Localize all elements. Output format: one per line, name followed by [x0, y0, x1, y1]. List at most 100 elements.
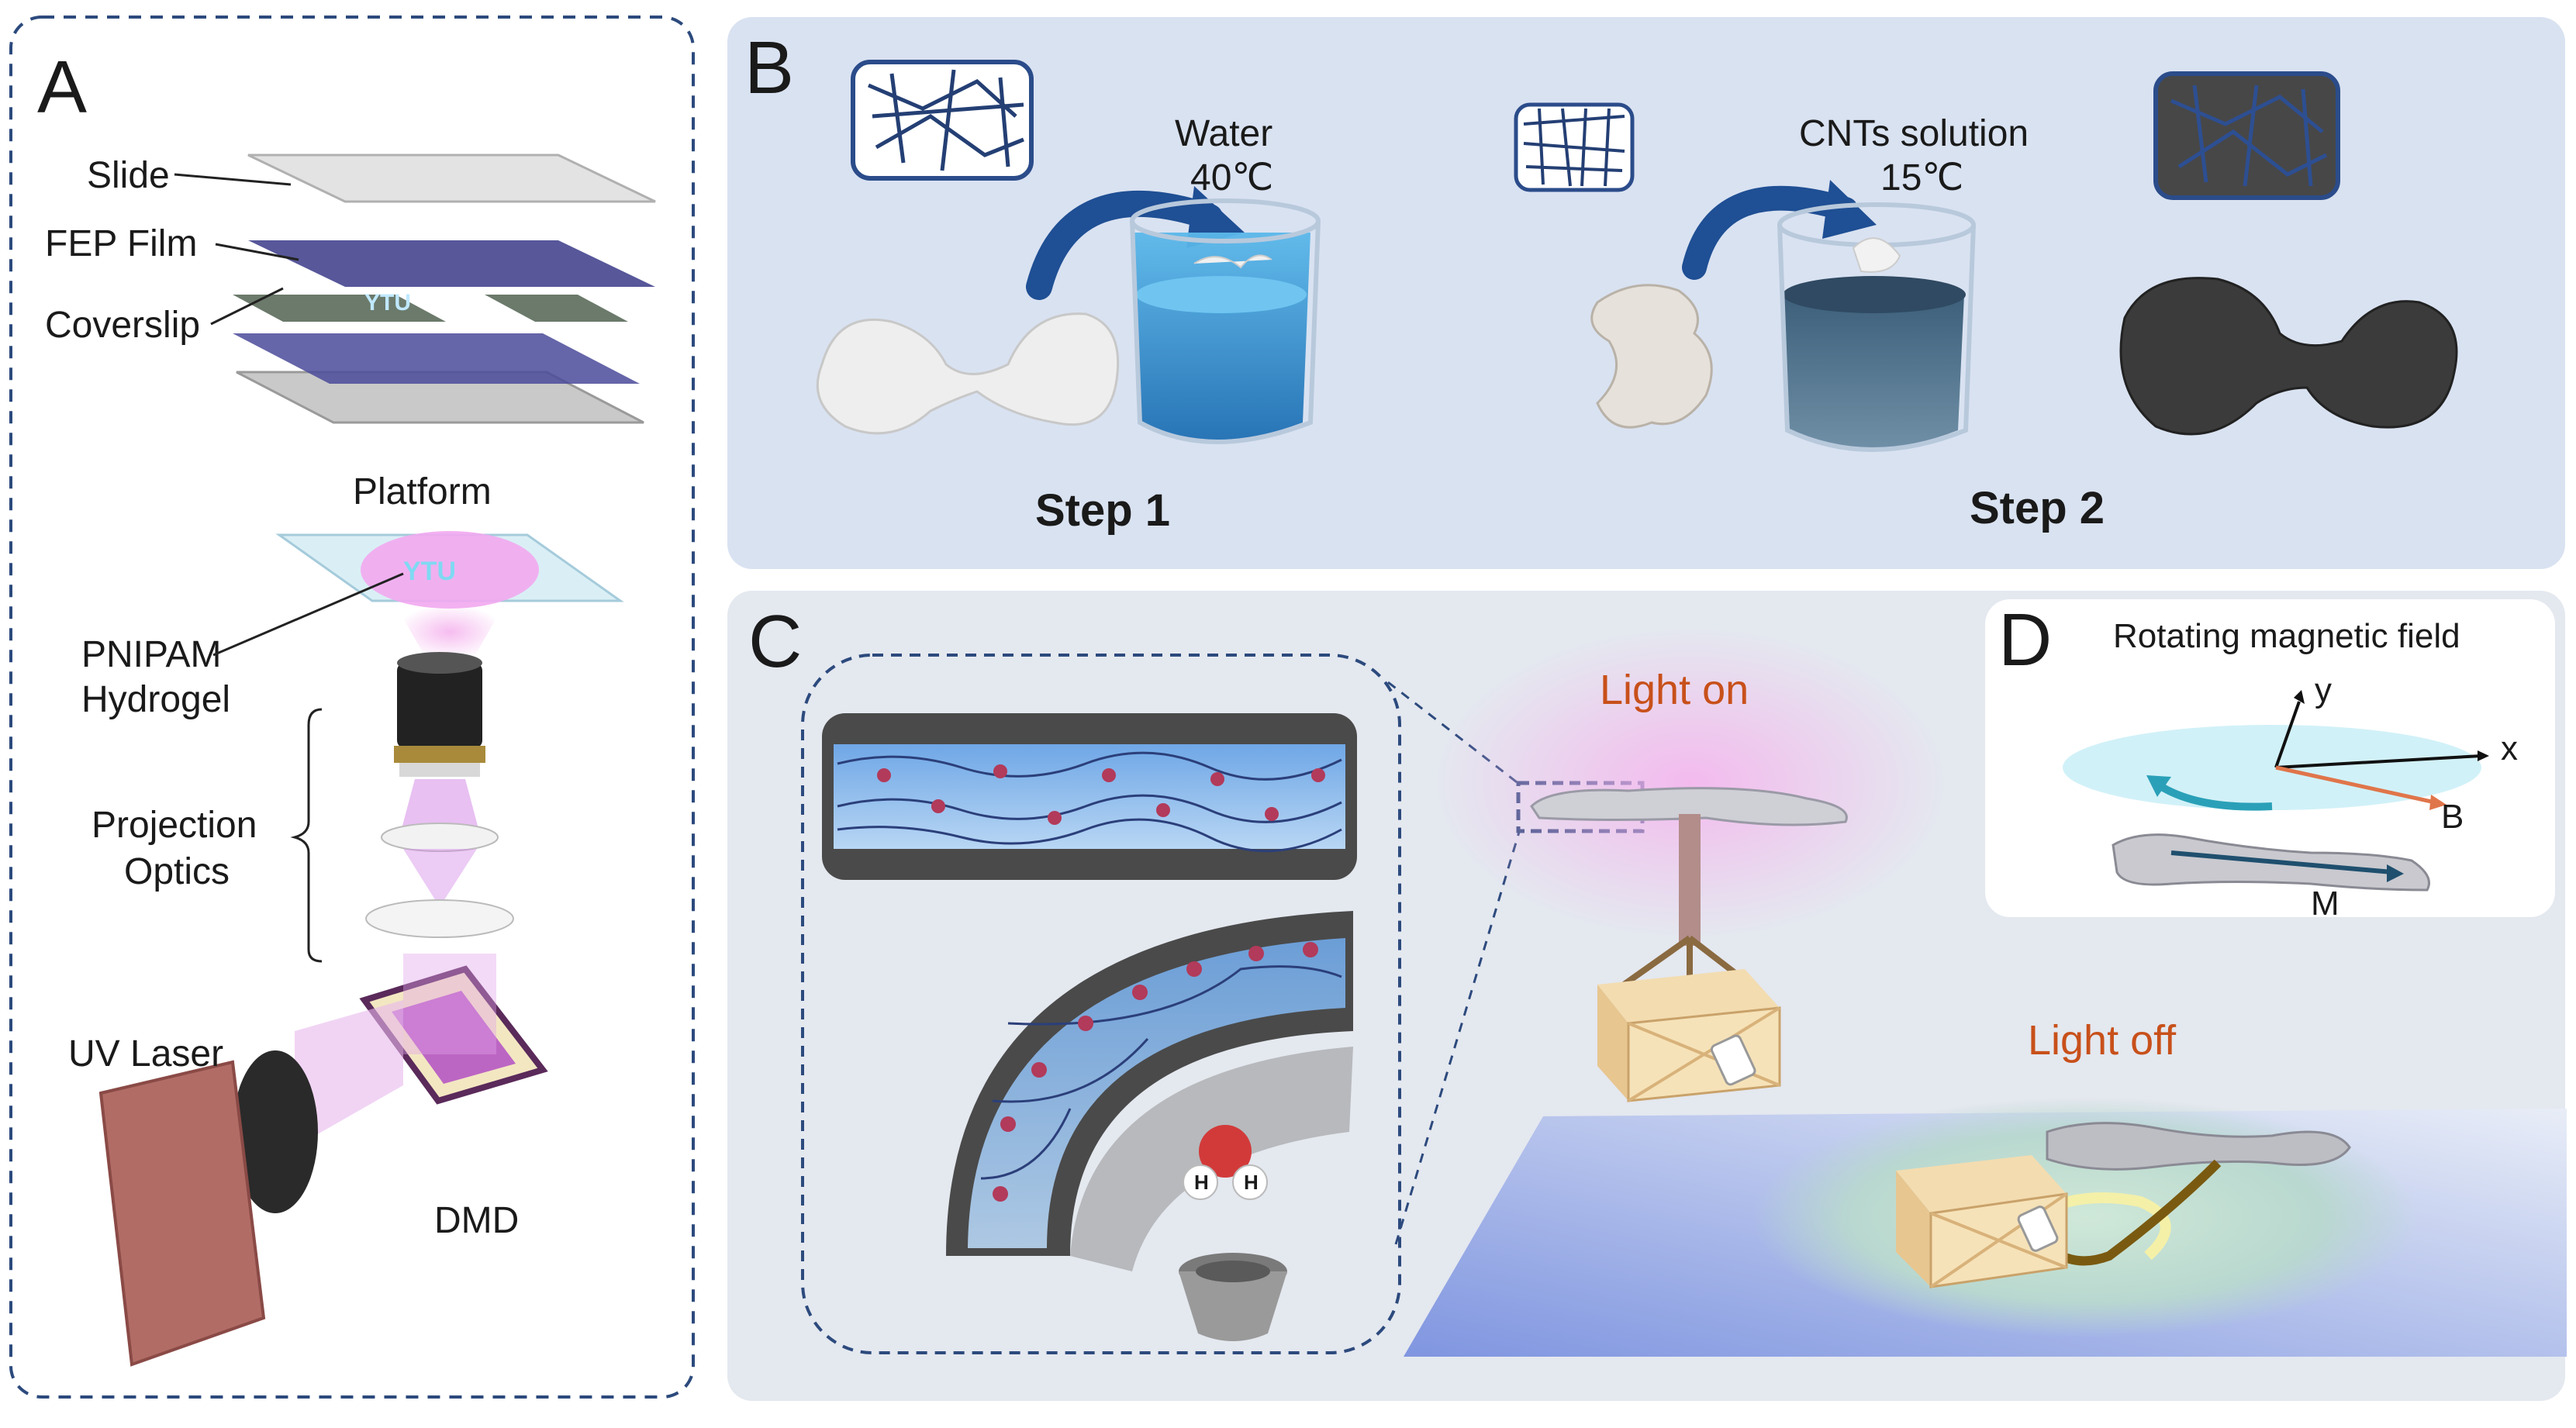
water-h-right: H: [1244, 1171, 1259, 1194]
panel-d: D Rotating magnetic field y x B M: [1985, 598, 2555, 923]
panel-c: C: [727, 591, 2567, 1401]
gel-block-straight: [822, 713, 1357, 880]
panel-a: A YTU Slide FEP Film Coverslip Platform …: [9, 16, 695, 1399]
axis-y-head: [2294, 690, 2305, 704]
panel-d-title: Rotating magnetic field: [2113, 617, 2460, 655]
arrow-step2: [1682, 185, 1858, 280]
panel-b-letter: B: [744, 26, 794, 109]
panel-b: B Water: [727, 17, 2565, 569]
label-projection-2: Optics: [124, 851, 230, 892]
label-cnts: CNTs solution: [1799, 113, 2029, 154]
label-step2: Step 2: [1970, 483, 2105, 533]
label-dmd: DMD: [434, 1200, 519, 1241]
leader-coverslip: [210, 287, 284, 326]
hydrogel-dumbbell-black: [2119, 277, 2458, 436]
panel-c-letter: C: [748, 600, 802, 683]
arrow-step1: [1026, 190, 1223, 300]
label-m: M: [2311, 885, 2339, 923]
label-light-on: Light on: [1600, 667, 1749, 713]
axis-x-head: [2478, 750, 2489, 761]
water-h-left: H: [1194, 1171, 1209, 1194]
label-platform: Platform: [353, 471, 492, 512]
label-projection-1: Projection: [92, 805, 257, 846]
rotation-arrow-head: [2146, 775, 2171, 797]
field-vector-b: [2275, 765, 2436, 805]
arrow-step2-head: [1822, 180, 1877, 239]
network-icon-cnt: [2153, 71, 2340, 200]
water-molecule: H H: [1183, 1125, 1268, 1200]
beaker-cnts-sample: [1852, 237, 1901, 273]
laser-barrel: [233, 1050, 318, 1213]
lens-body: [397, 663, 482, 748]
beam-mid: [399, 779, 481, 837]
label-slide: Slide: [87, 155, 170, 196]
objective-lens: [394, 652, 485, 777]
beaker-cnts: [1777, 202, 1976, 452]
leader-fep: [215, 243, 299, 261]
light-glow: [1435, 628, 1946, 938]
uv-laser: [98, 1000, 403, 1367]
label-water: Water: [1175, 113, 1272, 154]
cargo-box-dropped: [1896, 1155, 2068, 1288]
label-fep-film: FEP Film: [45, 223, 197, 264]
moment-vector-m: [2170, 850, 2393, 874]
panel-a-letter: A: [37, 46, 87, 129]
top-fep-film: [248, 240, 655, 287]
label-x: x: [2501, 730, 2518, 767]
layer-stack: YTU: [233, 153, 656, 424]
dmd-mirror-array: [392, 991, 516, 1084]
platform-logo: YTU: [403, 557, 456, 586]
label-cnts-temp: 15℃: [1880, 157, 1963, 198]
moment-vector-m-head: [2387, 864, 2404, 882]
robot-resting: [2046, 1122, 2351, 1171]
label-pnipam-2: Hydrogel: [81, 679, 230, 720]
label-b: B: [2441, 798, 2464, 836]
projection-bracket: [290, 708, 323, 963]
label-uv-laser: UV Laser: [68, 1033, 223, 1074]
bottom-fep-film: [233, 333, 640, 384]
label-coverslip: Coverslip: [45, 305, 200, 346]
axis-x: [2275, 754, 2482, 769]
coverslip-left: [233, 295, 446, 322]
beaker-water-sample: [1193, 254, 1272, 269]
lens-gold-ring: [394, 746, 485, 763]
optic-element-1: [381, 823, 499, 852]
cargo-tag-dropped: [2017, 1206, 2059, 1252]
release-container: [1179, 1253, 1287, 1341]
network-icon-loose: [851, 60, 1034, 181]
zoom-inset-frame: [801, 654, 1401, 1354]
label-step1: Step 1: [1035, 485, 1170, 536]
top-slide: [247, 153, 656, 203]
coverslip-right: [485, 295, 628, 322]
lens-top: [397, 652, 482, 674]
label-water-temp: 40℃: [1190, 157, 1273, 198]
cargo-tag-lifted: [1710, 1034, 1756, 1086]
optic-element-2: [365, 899, 514, 938]
dmd-beam: [403, 954, 496, 1054]
label-pnipam-1: PNIPAM: [81, 634, 221, 675]
axis-y: [2274, 701, 2301, 768]
leader-pnipam: [212, 572, 404, 657]
panel-d-letter: D: [1998, 598, 2052, 681]
projected-spot: [361, 531, 539, 609]
field-vector-b-head: [2429, 795, 2447, 810]
zoom-line-bottom: [1394, 829, 1521, 1245]
dmd-chip: [359, 954, 548, 1105]
lens-base: [399, 763, 480, 777]
robot-propeller: [1530, 787, 1848, 826]
label-y: y: [2315, 671, 2332, 709]
leader-slide: [174, 173, 292, 186]
laser-housing: [98, 1060, 266, 1367]
hydrogel-dumbbell-white: [816, 312, 1120, 435]
cargo-box-lifted: [1597, 969, 1781, 1102]
laser-beam: [295, 1000, 403, 1147]
robot-shaft: [1679, 814, 1701, 946]
network-icon-dense: [1514, 102, 1635, 192]
rotation-arrow: [2153, 779, 2273, 811]
hydrogel-curled: [1590, 284, 1713, 429]
label-light-off: Light off: [2028, 1017, 2177, 1064]
beaker-water: [1130, 198, 1321, 444]
beam-cone: [403, 849, 477, 907]
layer-logo: YTU: [364, 290, 411, 316]
